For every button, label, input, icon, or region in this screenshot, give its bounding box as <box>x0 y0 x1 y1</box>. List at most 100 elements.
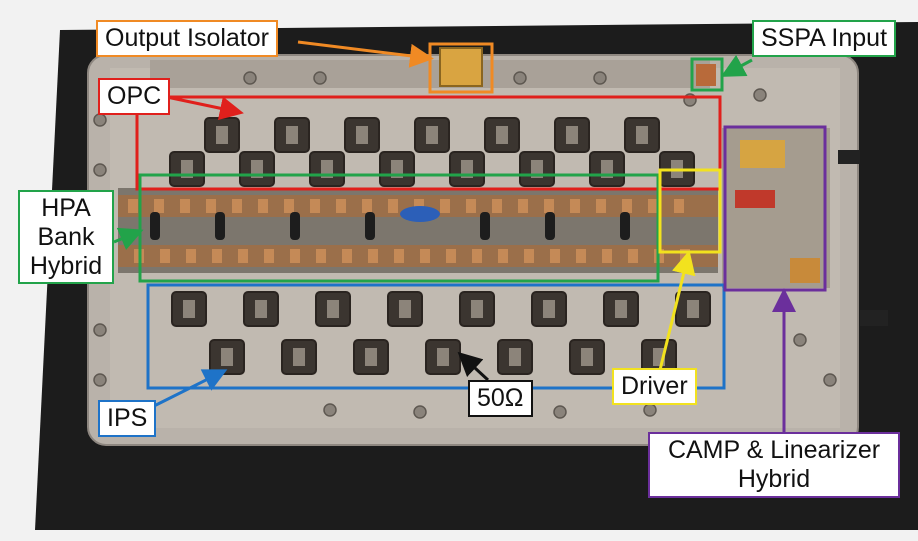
hpa-pad <box>336 199 346 213</box>
opc-pallet <box>274 117 310 153</box>
mounting-hole <box>643 403 657 417</box>
hpa-pad <box>414 199 424 213</box>
hpa-pad <box>368 249 378 263</box>
opc-pallet <box>484 117 520 153</box>
hpa-pad <box>492 199 502 213</box>
hpa-pad <box>154 199 164 213</box>
hpa-pad <box>570 199 580 213</box>
hpa-pad <box>576 249 586 263</box>
mounting-hole <box>593 71 607 85</box>
hpa-pad <box>498 249 508 263</box>
hpa-pad <box>602 249 612 263</box>
hpa-label-line3: Hybrid <box>29 251 103 280</box>
opc-pallet <box>309 151 345 187</box>
sspa-input-arrow <box>720 54 753 77</box>
ips-box <box>146 283 726 390</box>
hpa-pad <box>316 249 326 263</box>
hpa-pad <box>264 249 274 263</box>
ips-pallet <box>387 291 423 327</box>
opc-pallet <box>344 117 380 153</box>
hpa-pad <box>524 249 534 263</box>
camp-label-line1: CAMP & Linearizer <box>667 436 881 464</box>
ips-pallet <box>603 291 639 327</box>
hpa-pad <box>648 199 658 213</box>
mounting-hole <box>323 403 337 417</box>
opc-label: OPC <box>98 78 171 115</box>
fifty-ohm-label: 50Ω <box>468 380 533 417</box>
mounting-hole <box>93 373 107 387</box>
hpa-pad <box>160 249 170 263</box>
output-isolator-part <box>439 47 483 87</box>
hpa-pad <box>420 249 430 263</box>
ips-label: IPS <box>98 400 157 437</box>
opc-pallet <box>589 151 625 187</box>
ips-pallet <box>641 339 677 375</box>
sspa-input-label: SSPA Input <box>752 20 897 57</box>
hpa-pad <box>388 199 398 213</box>
hpa-pad <box>186 249 196 263</box>
hpa-pad <box>394 249 404 263</box>
mounting-hole <box>513 71 527 85</box>
output-isolator-arrow <box>297 40 434 68</box>
opc-pallet <box>449 151 485 187</box>
hpa-pad <box>466 199 476 213</box>
ips-pallet <box>425 339 461 375</box>
hpa-pad <box>232 199 242 213</box>
hpa-pad <box>674 199 684 213</box>
hpa-label-line2: Bank <box>37 222 95 251</box>
ips-pallet <box>315 291 351 327</box>
hpa-pad <box>342 249 352 263</box>
ips-pallet <box>171 291 207 327</box>
mounting-hole <box>313 71 327 85</box>
hpa-pad <box>446 249 456 263</box>
mounting-hole <box>93 323 107 337</box>
ips-pallet <box>243 291 279 327</box>
hpa-arrow <box>113 227 144 250</box>
capacitor <box>545 212 555 240</box>
mounting-hole <box>553 405 567 419</box>
mounting-hole <box>793 333 807 347</box>
fifty-ohm-arrow <box>457 351 490 382</box>
output-isolator-box <box>428 42 494 94</box>
hpa-label-line1: HPA <box>41 194 91 222</box>
camp-connector <box>740 140 785 168</box>
opc-pallet <box>204 117 240 153</box>
side-connector-bottom <box>860 310 888 326</box>
capacitor <box>365 212 375 240</box>
hpa-pad <box>550 249 560 263</box>
capacitor <box>215 212 225 240</box>
ips-pallet <box>569 339 605 375</box>
mounting-hole <box>93 113 107 127</box>
camp-label-line2: Hybrid <box>737 464 811 493</box>
capacitor <box>480 212 490 240</box>
opc-pallet <box>554 117 590 153</box>
ips-pallets <box>171 291 711 375</box>
hpa-pad <box>206 199 216 213</box>
ips-pallet <box>675 291 711 327</box>
opc-arrow <box>161 94 244 121</box>
hpa-pad <box>284 199 294 213</box>
opc-box <box>135 95 722 191</box>
output-isolator-label: Output Isolator <box>96 20 278 57</box>
driver-label: Driver <box>612 368 697 405</box>
opc-pallet <box>414 117 450 153</box>
capacitor <box>150 212 160 240</box>
hpa-pad <box>596 199 606 213</box>
side-connector-top <box>838 150 860 164</box>
opc-pallet <box>624 117 660 153</box>
opc-pallet <box>379 151 415 187</box>
hpa-pad <box>544 199 554 213</box>
ips-arrow <box>149 369 228 410</box>
mounting-hole <box>823 373 837 387</box>
hpa-pad <box>180 199 190 213</box>
hpa-pad <box>440 199 450 213</box>
mounting-hole <box>243 71 257 85</box>
camp-component <box>735 190 775 208</box>
capacitor <box>290 212 300 240</box>
hpa-pad <box>238 249 248 263</box>
mounting-hole <box>753 88 767 102</box>
hpa-pad <box>290 249 300 263</box>
hpa-pad <box>310 199 320 213</box>
ips-pallet <box>353 339 389 375</box>
